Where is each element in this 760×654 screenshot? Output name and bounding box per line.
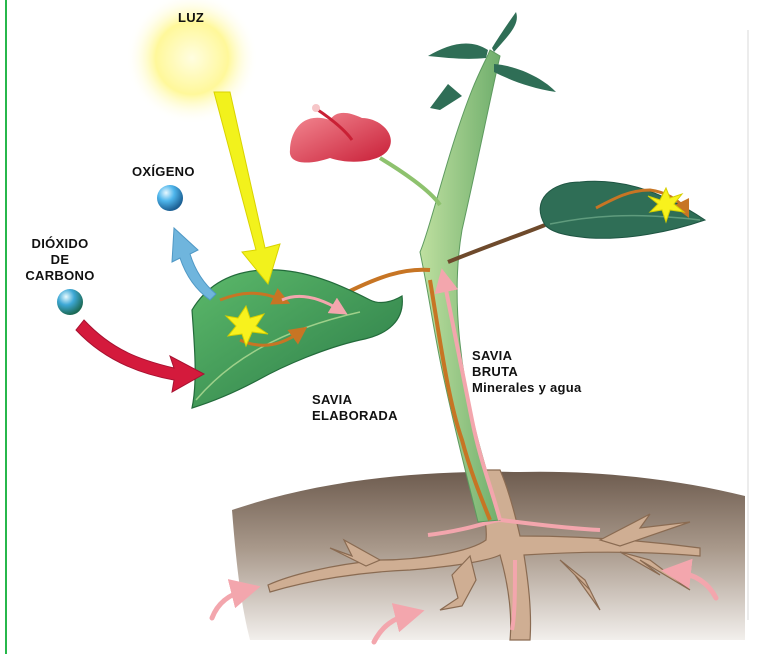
co2-molecule bbox=[57, 289, 83, 315]
processed-sap-label-line1: SAVIA bbox=[312, 392, 398, 408]
co2-arrow bbox=[76, 320, 204, 392]
top-leaf-left bbox=[428, 43, 488, 58]
raw-sap-label: SAVIA BRUTA Minerales y agua bbox=[472, 348, 582, 396]
co2-label-line3: CARBONO bbox=[14, 268, 106, 284]
raw-sap-label-line2: BRUTA bbox=[472, 364, 582, 380]
oxygen-label: OXÍGENO bbox=[132, 164, 195, 180]
top-leaf-side bbox=[494, 64, 556, 92]
top-leaf-right bbox=[492, 12, 517, 52]
processed-sap-label: SAVIA ELABORADA bbox=[312, 392, 398, 424]
co2-label-line2: DE bbox=[14, 252, 106, 268]
oxygen-arrow bbox=[172, 228, 216, 300]
co2-label: DIÓXIDO DE CARBONO bbox=[14, 236, 106, 284]
bud bbox=[430, 84, 462, 110]
processed-sap-label-line2: ELABORADA bbox=[312, 408, 398, 424]
raw-sap-label-line3: Minerales y agua bbox=[472, 380, 582, 396]
co2-label-line1: DIÓXIDO bbox=[14, 236, 106, 252]
left-leaf bbox=[192, 270, 402, 408]
flower-stalk bbox=[380, 158, 440, 205]
right-leaf-stalk bbox=[448, 225, 545, 262]
raw-sap-label-line1: SAVIA bbox=[472, 348, 582, 364]
oxygen-molecule bbox=[157, 185, 183, 211]
light-label: LUZ bbox=[178, 10, 204, 26]
flower bbox=[290, 113, 391, 163]
light-arrow bbox=[214, 92, 280, 284]
